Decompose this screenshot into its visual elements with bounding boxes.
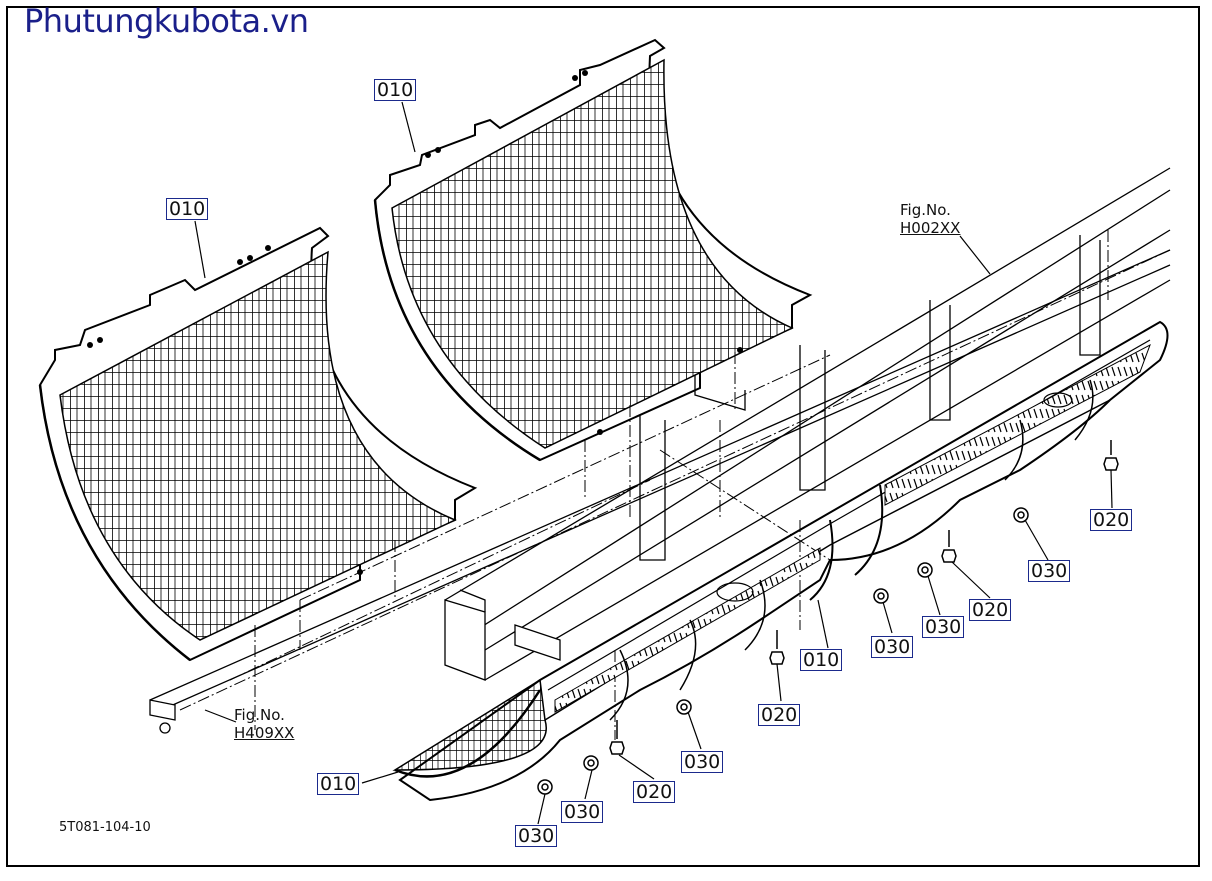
fig-ref-code[interactable]: H002XX xyxy=(900,219,961,237)
fig-ref-h409xx: Fig.No. H409XX xyxy=(234,706,294,742)
callout-020[interactable]: 020 xyxy=(633,781,676,803)
watermark: Phutungkubota.vn xyxy=(24,2,309,40)
callout-030[interactable]: 030 xyxy=(681,751,724,773)
callout-030[interactable]: 030 xyxy=(922,616,965,638)
callout-010[interactable]: 010 xyxy=(374,79,417,101)
callout-010[interactable]: 010 xyxy=(800,649,843,671)
callout-010[interactable]: 010 xyxy=(166,198,209,220)
callout-030[interactable]: 030 xyxy=(871,636,914,658)
upper-grate-left xyxy=(38,226,478,662)
fig-ref-code[interactable]: H409XX xyxy=(234,724,295,742)
fig-ref-label: Fig.No. xyxy=(900,201,951,219)
callout-030[interactable]: 030 xyxy=(1028,560,1071,582)
fig-ref-h002xx: Fig.No. H002XX xyxy=(900,201,960,237)
upper-grate-right xyxy=(373,38,813,462)
callout-010[interactable]: 010 xyxy=(317,773,360,795)
drawing-id: 5T081-104-10 xyxy=(59,820,151,835)
callout-030[interactable]: 030 xyxy=(561,801,604,823)
bolts-and-nuts xyxy=(537,440,1119,795)
drawing-frame xyxy=(6,6,1200,867)
callout-020[interactable]: 020 xyxy=(1090,509,1133,531)
callout-030[interactable]: 030 xyxy=(515,825,558,847)
fig-ref-label: Fig.No. xyxy=(234,706,285,724)
main-frame-beam xyxy=(149,167,1171,734)
lower-concave-sieve xyxy=(392,320,1169,802)
leader-lines xyxy=(194,101,1113,825)
callout-020[interactable]: 020 xyxy=(758,704,801,726)
callout-020[interactable]: 020 xyxy=(969,599,1012,621)
dash-dot-alignment-lines xyxy=(179,230,1171,740)
